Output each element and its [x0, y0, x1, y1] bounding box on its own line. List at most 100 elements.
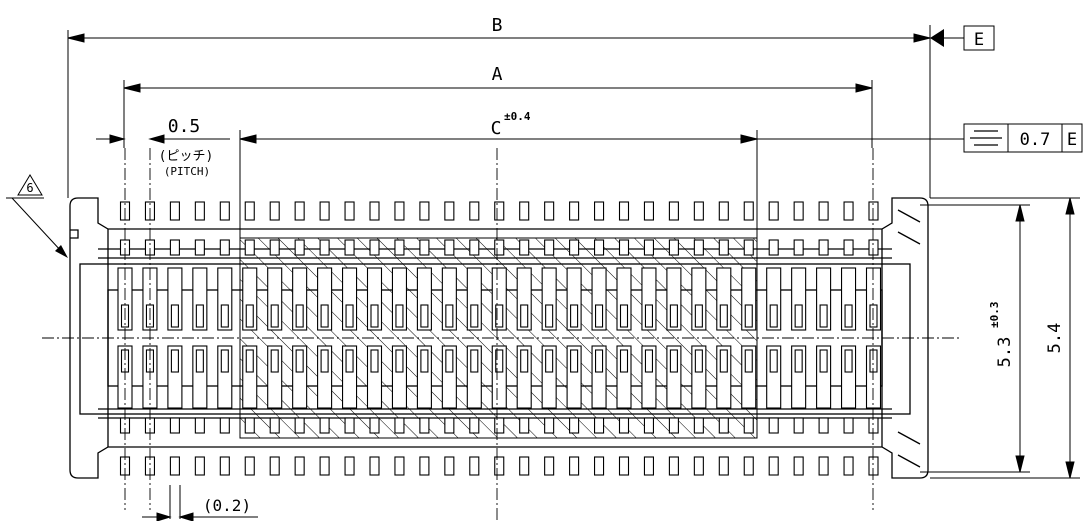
pin-pad-bottom — [544, 417, 555, 434]
pin-lead-bottom — [843, 456, 854, 476]
pin-pad-bottom — [369, 417, 380, 434]
pin-pad-bottom — [344, 417, 355, 434]
dimension-lines — [67, 25, 1080, 521]
pin-lead-top — [668, 201, 679, 221]
pin-lead-bottom — [818, 456, 829, 476]
datum-label: E — [974, 30, 984, 50]
tolerance-frame-box — [963, 123, 1083, 153]
pin-lead-top — [693, 201, 704, 221]
dim-b-arrow-right — [913, 33, 931, 43]
pin-lead-bottom — [194, 456, 205, 476]
pin-contact-tip-lower — [844, 349, 853, 373]
dim-54-arrow-top — [1065, 197, 1075, 215]
pin-pad-bottom — [618, 417, 630, 434]
pin-contact-tip-upper — [819, 304, 828, 328]
pin-pad-bottom — [269, 417, 280, 434]
datum-e: E — [930, 25, 995, 51]
pin-contact-tip-lower — [345, 349, 354, 373]
pin-lead-top — [793, 201, 804, 221]
pin-lead-top — [643, 201, 655, 221]
pin-lead-top — [344, 201, 355, 221]
pin-lead-top — [319, 201, 330, 221]
pin-lead-bottom — [494, 456, 505, 476]
pin-pad-bottom — [868, 417, 879, 434]
pin-lead-bottom — [618, 456, 630, 476]
dim-53-arrow-bottom — [1015, 455, 1025, 473]
dim-c-arrow-left — [239, 134, 257, 144]
pin-contact-tip-lower — [819, 349, 828, 373]
tolerance-value: 0.7 — [1020, 130, 1051, 150]
pin-contact-tip-upper — [869, 304, 878, 328]
pin-contact-tip-upper — [794, 304, 803, 328]
note-leader — [11, 197, 63, 253]
note-number: 6 — [26, 181, 33, 195]
dim-pitch-value: 0.5 — [168, 116, 201, 137]
pin-contact-tip-upper — [345, 304, 354, 328]
pin-pad-bottom — [743, 417, 754, 434]
dim-a-arrow-left — [123, 83, 141, 93]
pin-pad-top — [494, 239, 505, 256]
pin-contact-tip-upper — [694, 304, 703, 328]
pin-contact-tip-upper — [594, 304, 604, 328]
pin-pad-top — [444, 239, 455, 256]
pin-lead-bottom — [294, 456, 305, 476]
pin-contact-tip-upper — [220, 304, 229, 328]
pin-contact-tip-upper — [470, 304, 479, 328]
pin-pad-top — [519, 239, 530, 256]
pin-lead-top — [743, 201, 754, 221]
dim-pitch-arrow-right — [148, 134, 165, 144]
pin-lead-top — [818, 201, 829, 221]
pin-contact-tip-upper — [719, 304, 728, 328]
pin-contact-tip-upper — [195, 304, 204, 328]
pin-lead-top — [194, 201, 205, 221]
pin-lead-bottom — [569, 456, 580, 476]
pin-lead-bottom — [219, 456, 230, 476]
pin-contact-tip-lower — [794, 349, 803, 373]
contact-pins — [117, 201, 882, 476]
pin-pad-bottom — [494, 417, 505, 434]
tolerance-frame: 0.7 E — [963, 123, 1083, 153]
pin-lead-bottom — [693, 456, 704, 476]
pin-pad-top — [244, 239, 255, 256]
pin-lead-bottom — [718, 456, 729, 476]
pin-pad-top — [394, 239, 405, 256]
pin-lead-bottom — [868, 456, 879, 476]
dim-b-arrow-left — [67, 33, 85, 43]
pin-lead-bottom — [668, 456, 679, 476]
pin-contact-tip-lower — [370, 349, 379, 373]
pin-pad-top — [618, 239, 630, 256]
pin-lead-top — [868, 201, 879, 221]
pin-lead-top — [718, 201, 729, 221]
pin-contact-tip-lower — [869, 349, 878, 373]
pin-contact-tip-lower — [170, 349, 179, 373]
pin-contact-tip-lower — [270, 349, 279, 373]
pin-pad-bottom — [768, 417, 779, 434]
pin-pad-top — [718, 239, 729, 256]
pin-contact-tip-upper — [769, 304, 778, 328]
pin-lead-bottom — [793, 456, 804, 476]
pin-contact-tip-upper — [520, 304, 529, 328]
pin-lead-top — [169, 201, 180, 221]
pin-pad-bottom — [668, 417, 679, 434]
pin-lead-bottom — [743, 456, 754, 476]
pin-lead-bottom — [469, 456, 480, 476]
pin-pad-top — [569, 239, 580, 256]
pin-lead-top — [244, 201, 255, 221]
pin-lead-top — [618, 201, 630, 221]
pin-pad-top — [768, 239, 779, 256]
pin-pad-top — [668, 239, 679, 256]
pin-lead-bottom — [369, 456, 380, 476]
pin-lead-top — [444, 201, 455, 221]
pin-contact-tip-lower — [445, 349, 454, 373]
dim-c-label: C — [491, 118, 502, 139]
note-triangle-icon — [17, 174, 43, 196]
pin-contact-tip-upper — [420, 304, 429, 328]
datum-triangle-icon — [930, 29, 944, 47]
pin-lead-bottom — [593, 456, 605, 476]
pin-pad-top — [693, 239, 704, 256]
pin-lead-bottom — [544, 456, 555, 476]
pin-lead-top — [269, 201, 280, 221]
pin-pad-top — [544, 239, 555, 256]
pin-contact-tip-upper — [445, 304, 454, 328]
